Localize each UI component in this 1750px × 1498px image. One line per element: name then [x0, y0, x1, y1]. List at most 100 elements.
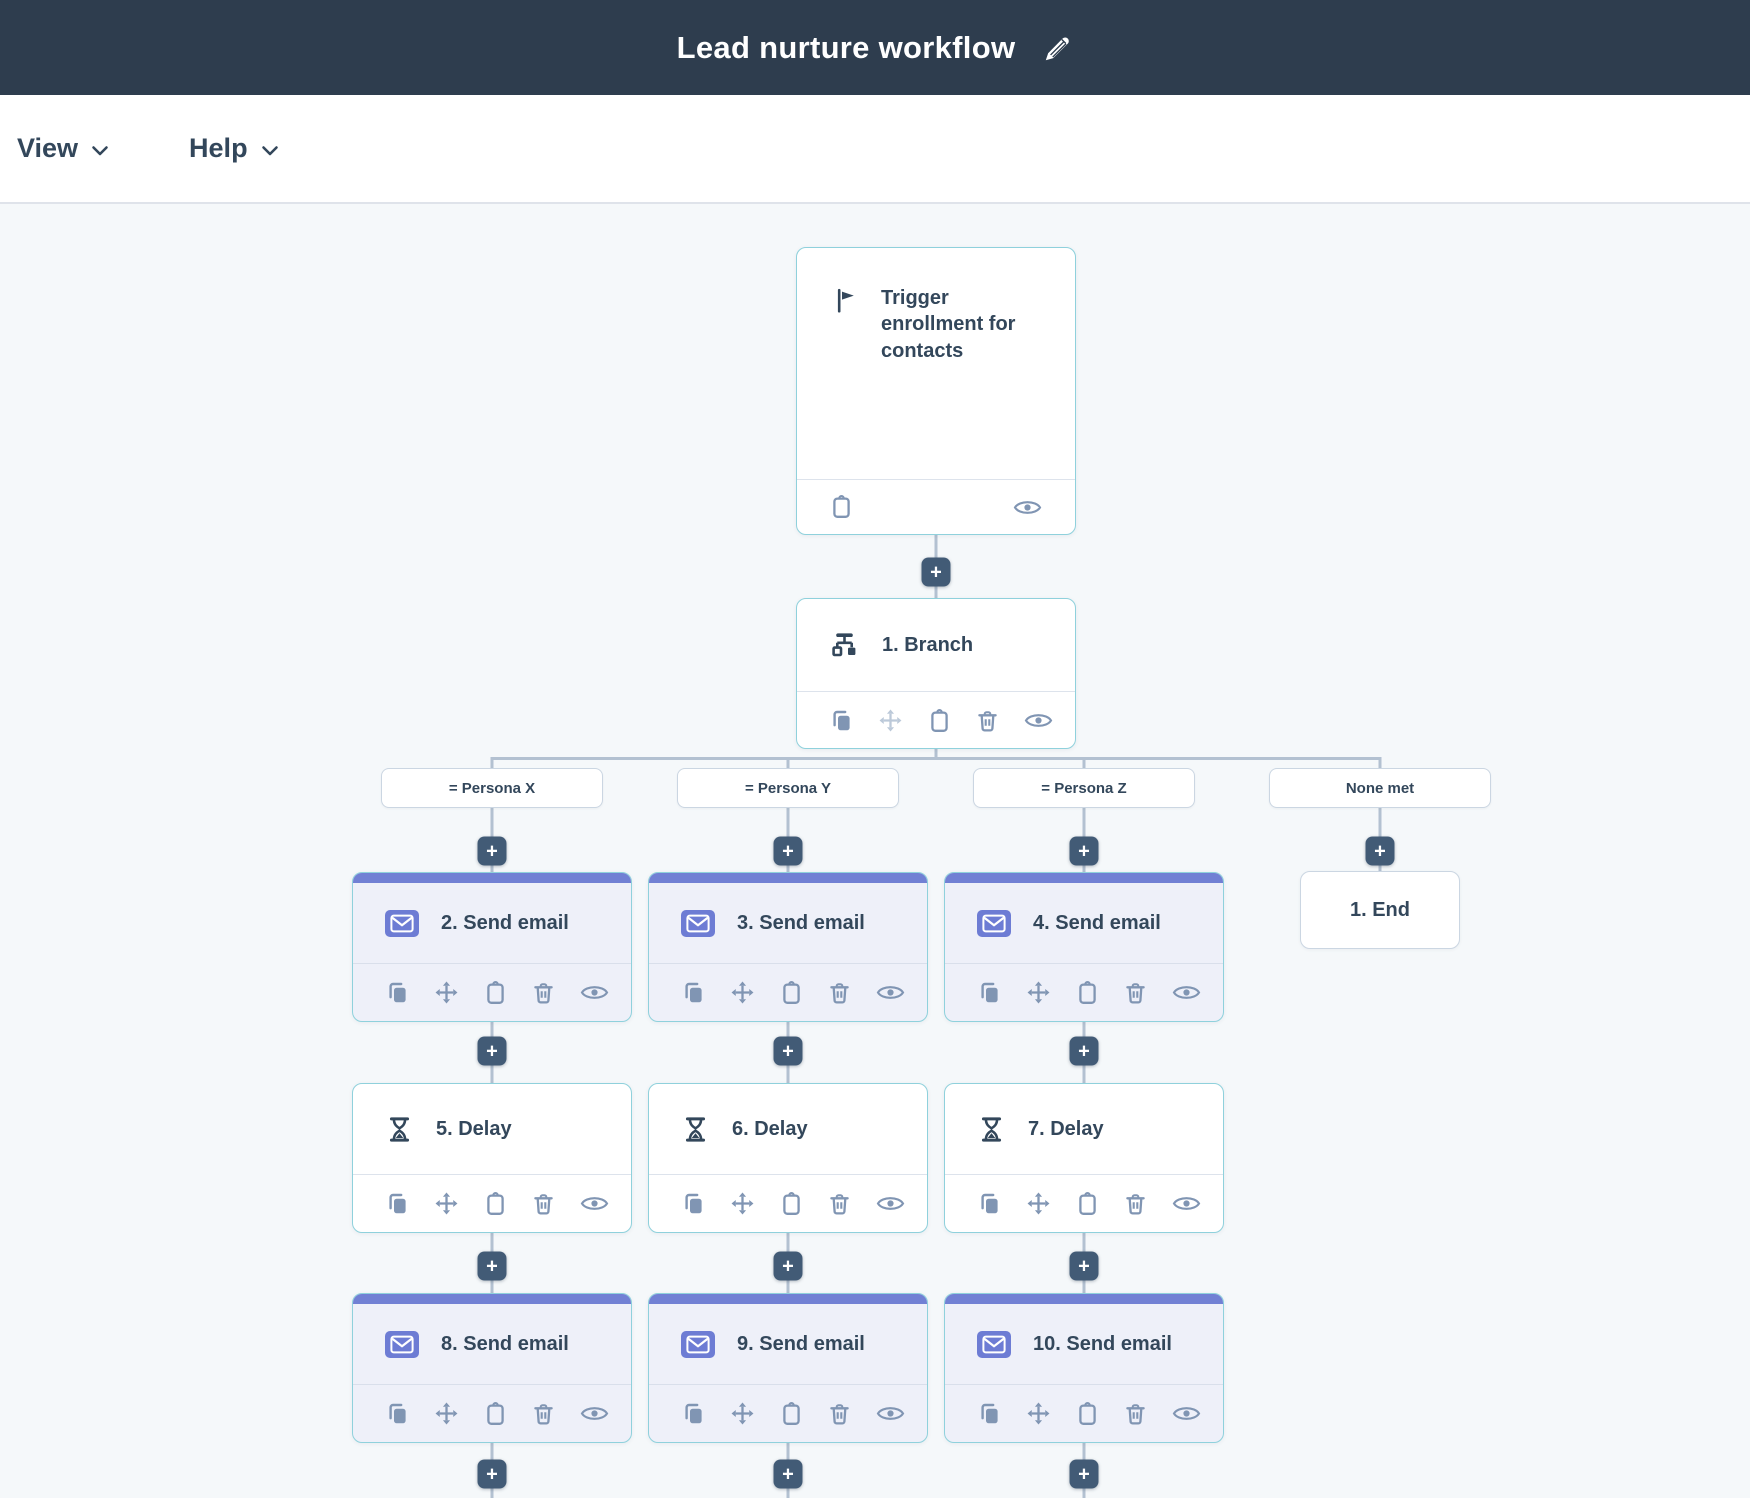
clipboard-button[interactable] [780, 981, 803, 1005]
clipboard-icon [1076, 1192, 1099, 1216]
add-action-button[interactable]: + [477, 1459, 507, 1489]
add-action-button[interactable]: + [773, 1036, 803, 1066]
delete-button[interactable] [532, 1192, 555, 1216]
clipboard-button[interactable] [484, 981, 507, 1005]
preview-button[interactable] [1172, 1193, 1201, 1214]
trigger-toolbar [797, 479, 1075, 534]
delete-button[interactable] [828, 1192, 851, 1216]
duplicate-button[interactable] [682, 981, 705, 1005]
duplicate-button[interactable] [978, 981, 1001, 1005]
delete-button[interactable] [828, 981, 851, 1005]
preview-button[interactable] [876, 1193, 905, 1214]
preview-button[interactable] [1013, 497, 1042, 518]
clipboard-button[interactable] [928, 709, 951, 733]
preview-button[interactable] [1172, 1403, 1201, 1424]
trash-icon [532, 1192, 555, 1216]
delete-button[interactable] [532, 1402, 555, 1426]
move-button[interactable] [730, 1191, 755, 1216]
duplicate-button[interactable] [386, 1192, 409, 1216]
move-button[interactable] [730, 1401, 755, 1426]
add-action-button[interactable]: + [921, 557, 951, 587]
action-card-send-email[interactable]: 3. Send email [648, 872, 928, 1022]
duplicate-button[interactable] [830, 709, 853, 733]
add-action-button[interactable]: + [1069, 1251, 1099, 1281]
move-button[interactable] [434, 980, 459, 1005]
move-button[interactable] [1026, 1401, 1051, 1426]
add-action-button[interactable]: + [477, 1251, 507, 1281]
action-toolbar [945, 1384, 1223, 1442]
preview-button[interactable] [876, 982, 905, 1003]
add-action-button[interactable]: + [477, 836, 507, 866]
add-action-button[interactable]: + [1069, 1459, 1099, 1489]
preview-button[interactable] [580, 1403, 609, 1424]
action-card-send-email[interactable]: 4. Send email [944, 872, 1224, 1022]
delete-button[interactable] [532, 981, 555, 1005]
action-title: 10. Send email [1033, 1332, 1172, 1355]
end-card: 1. End [1300, 871, 1460, 949]
preview-button[interactable] [1024, 710, 1053, 731]
move-button[interactable] [878, 708, 903, 733]
clipboard-button[interactable] [484, 1192, 507, 1216]
edit-title-button[interactable] [1041, 32, 1073, 64]
menu-view[interactable]: View [17, 133, 111, 164]
action-card-send-email[interactable]: 2. Send email [352, 872, 632, 1022]
action-title: 4. Send email [1033, 911, 1161, 934]
duplicate-button[interactable] [682, 1192, 705, 1216]
clipboard-button[interactable] [780, 1192, 803, 1216]
copy-icon [978, 981, 1001, 1005]
clipboard-button[interactable] [1076, 1192, 1099, 1216]
delete-button[interactable] [976, 709, 999, 733]
clipboard-button[interactable] [830, 495, 853, 519]
clipboard-button[interactable] [1076, 981, 1099, 1005]
move-icon [434, 1401, 459, 1426]
move-button[interactable] [434, 1191, 459, 1216]
workflow-title: Lead nurture workflow [676, 29, 1016, 65]
menubar: View Help [0, 95, 1750, 204]
duplicate-button[interactable] [682, 1402, 705, 1426]
branch-card[interactable]: 1. Branch [796, 598, 1076, 749]
move-button[interactable] [1026, 1191, 1051, 1216]
action-card-delay[interactable]: 6. Delay [648, 1083, 928, 1233]
add-action-button[interactable]: + [1069, 1036, 1099, 1066]
connector-line [1082, 757, 1086, 768]
email-accent-strip [353, 873, 631, 883]
action-card-send-email[interactable]: 8. Send email [352, 1293, 632, 1443]
branch-label-persona-z: = Persona Z [973, 768, 1195, 808]
move-button[interactable] [1026, 980, 1051, 1005]
delete-button[interactable] [1124, 1402, 1147, 1426]
preview-button[interactable] [876, 1403, 905, 1424]
action-card-send-email[interactable]: 10. Send email [944, 1293, 1224, 1443]
eye-icon [580, 1403, 609, 1424]
add-action-button[interactable]: + [773, 1459, 803, 1489]
duplicate-button[interactable] [386, 981, 409, 1005]
clipboard-button[interactable] [780, 1402, 803, 1426]
eye-icon [1013, 497, 1042, 518]
delete-button[interactable] [1124, 1192, 1147, 1216]
trash-icon [532, 981, 555, 1005]
action-card-send-email[interactable]: 9. Send email [648, 1293, 928, 1443]
add-action-button[interactable]: + [773, 836, 803, 866]
move-button[interactable] [434, 1401, 459, 1426]
duplicate-button[interactable] [978, 1192, 1001, 1216]
preview-button[interactable] [580, 1193, 609, 1214]
add-action-button[interactable]: + [773, 1251, 803, 1281]
add-action-button[interactable]: + [1069, 836, 1099, 866]
action-card-delay[interactable]: 5. Delay [352, 1083, 632, 1233]
clipboard-button[interactable] [1076, 1402, 1099, 1426]
menu-help[interactable]: Help [189, 133, 281, 164]
trigger-card[interactable]: Trigger enrollment for contacts [796, 247, 1076, 535]
hourglass-icon [977, 1115, 1006, 1144]
clipboard-button[interactable] [484, 1402, 507, 1426]
add-action-button[interactable]: + [477, 1036, 507, 1066]
delete-button[interactable] [1124, 981, 1147, 1005]
move-icon [1026, 980, 1051, 1005]
duplicate-button[interactable] [386, 1402, 409, 1426]
preview-button[interactable] [1172, 982, 1201, 1003]
delete-button[interactable] [828, 1402, 851, 1426]
action-card-delay[interactable]: 7. Delay [944, 1083, 1224, 1233]
move-button[interactable] [730, 980, 755, 1005]
connector-line [492, 757, 1380, 760]
add-action-button[interactable]: + [1365, 836, 1395, 866]
duplicate-button[interactable] [978, 1402, 1001, 1426]
preview-button[interactable] [580, 982, 609, 1003]
